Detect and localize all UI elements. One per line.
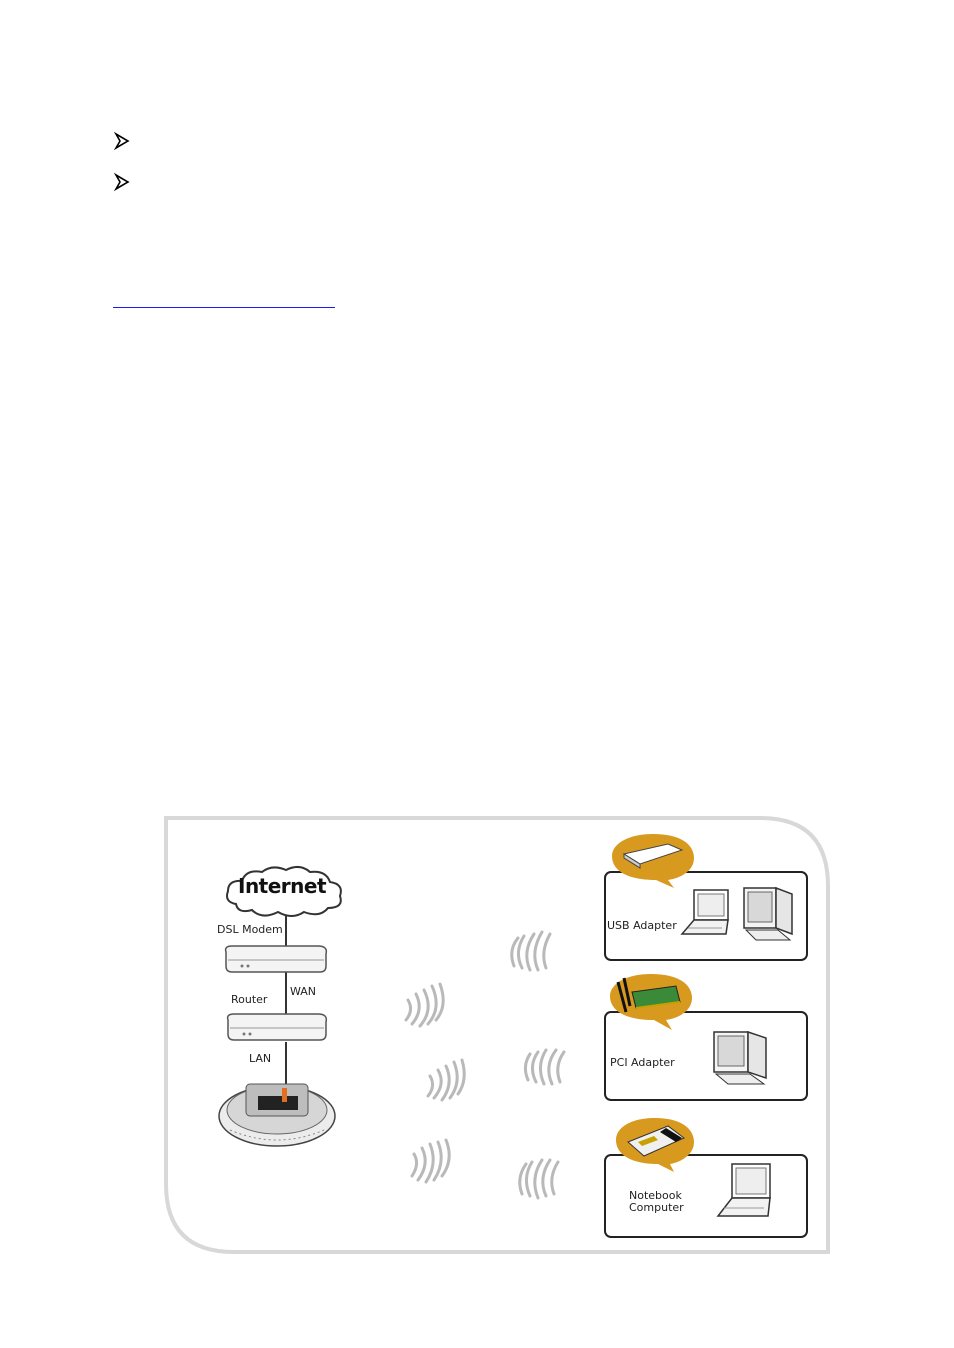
wireless-wave-icon (510, 930, 552, 972)
laptop-icon (680, 889, 729, 935)
lan-label: LAN (249, 1052, 272, 1065)
arrow-bullet-icon (113, 172, 133, 192)
notebook-computer-label-line2: Computer (629, 1201, 684, 1214)
hyperlink-underline[interactable] (113, 307, 335, 308)
cable-line (285, 970, 287, 1014)
dsl-modem-label: DSL Modem (217, 923, 283, 936)
access-point-icon (218, 1083, 336, 1147)
wireless-wave-icon (426, 1058, 466, 1102)
speech-bubble-icon (610, 974, 692, 1030)
desktop-computer-icon (713, 1030, 767, 1085)
pci-adapter-client-box (604, 1011, 808, 1101)
arrow-bullet-icon (113, 131, 133, 151)
wireless-wave-icon (404, 982, 445, 1028)
wan-label: WAN (290, 985, 317, 998)
notebook-computer-label-line1: Notebook (629, 1189, 682, 1202)
wireless-wave-icon (518, 1158, 560, 1200)
dsl-modem-icon (224, 945, 328, 973)
internet-cloud-icon (226, 866, 342, 917)
pci-adapter-label: PCI Adapter (610, 1056, 675, 1069)
router-label: Router (231, 993, 268, 1006)
cable-line (285, 916, 287, 946)
wireless-wave-icon (523, 1048, 566, 1086)
internet-label: Internet (238, 874, 327, 898)
wireless-wave-icon (410, 1138, 451, 1184)
usb-adapter-label: USB Adapter (607, 919, 677, 932)
cable-line (285, 1042, 287, 1102)
router-icon (226, 1013, 328, 1041)
speech-bubble-icon (612, 834, 694, 888)
network-diagram: Internet DSL Modem Router WAN LAN (160, 812, 832, 1260)
desktop-computer-icon (743, 886, 793, 941)
laptop-icon (716, 1163, 771, 1217)
speech-bubble-icon (616, 1118, 694, 1172)
notebook-computer-client-box (604, 1154, 808, 1238)
